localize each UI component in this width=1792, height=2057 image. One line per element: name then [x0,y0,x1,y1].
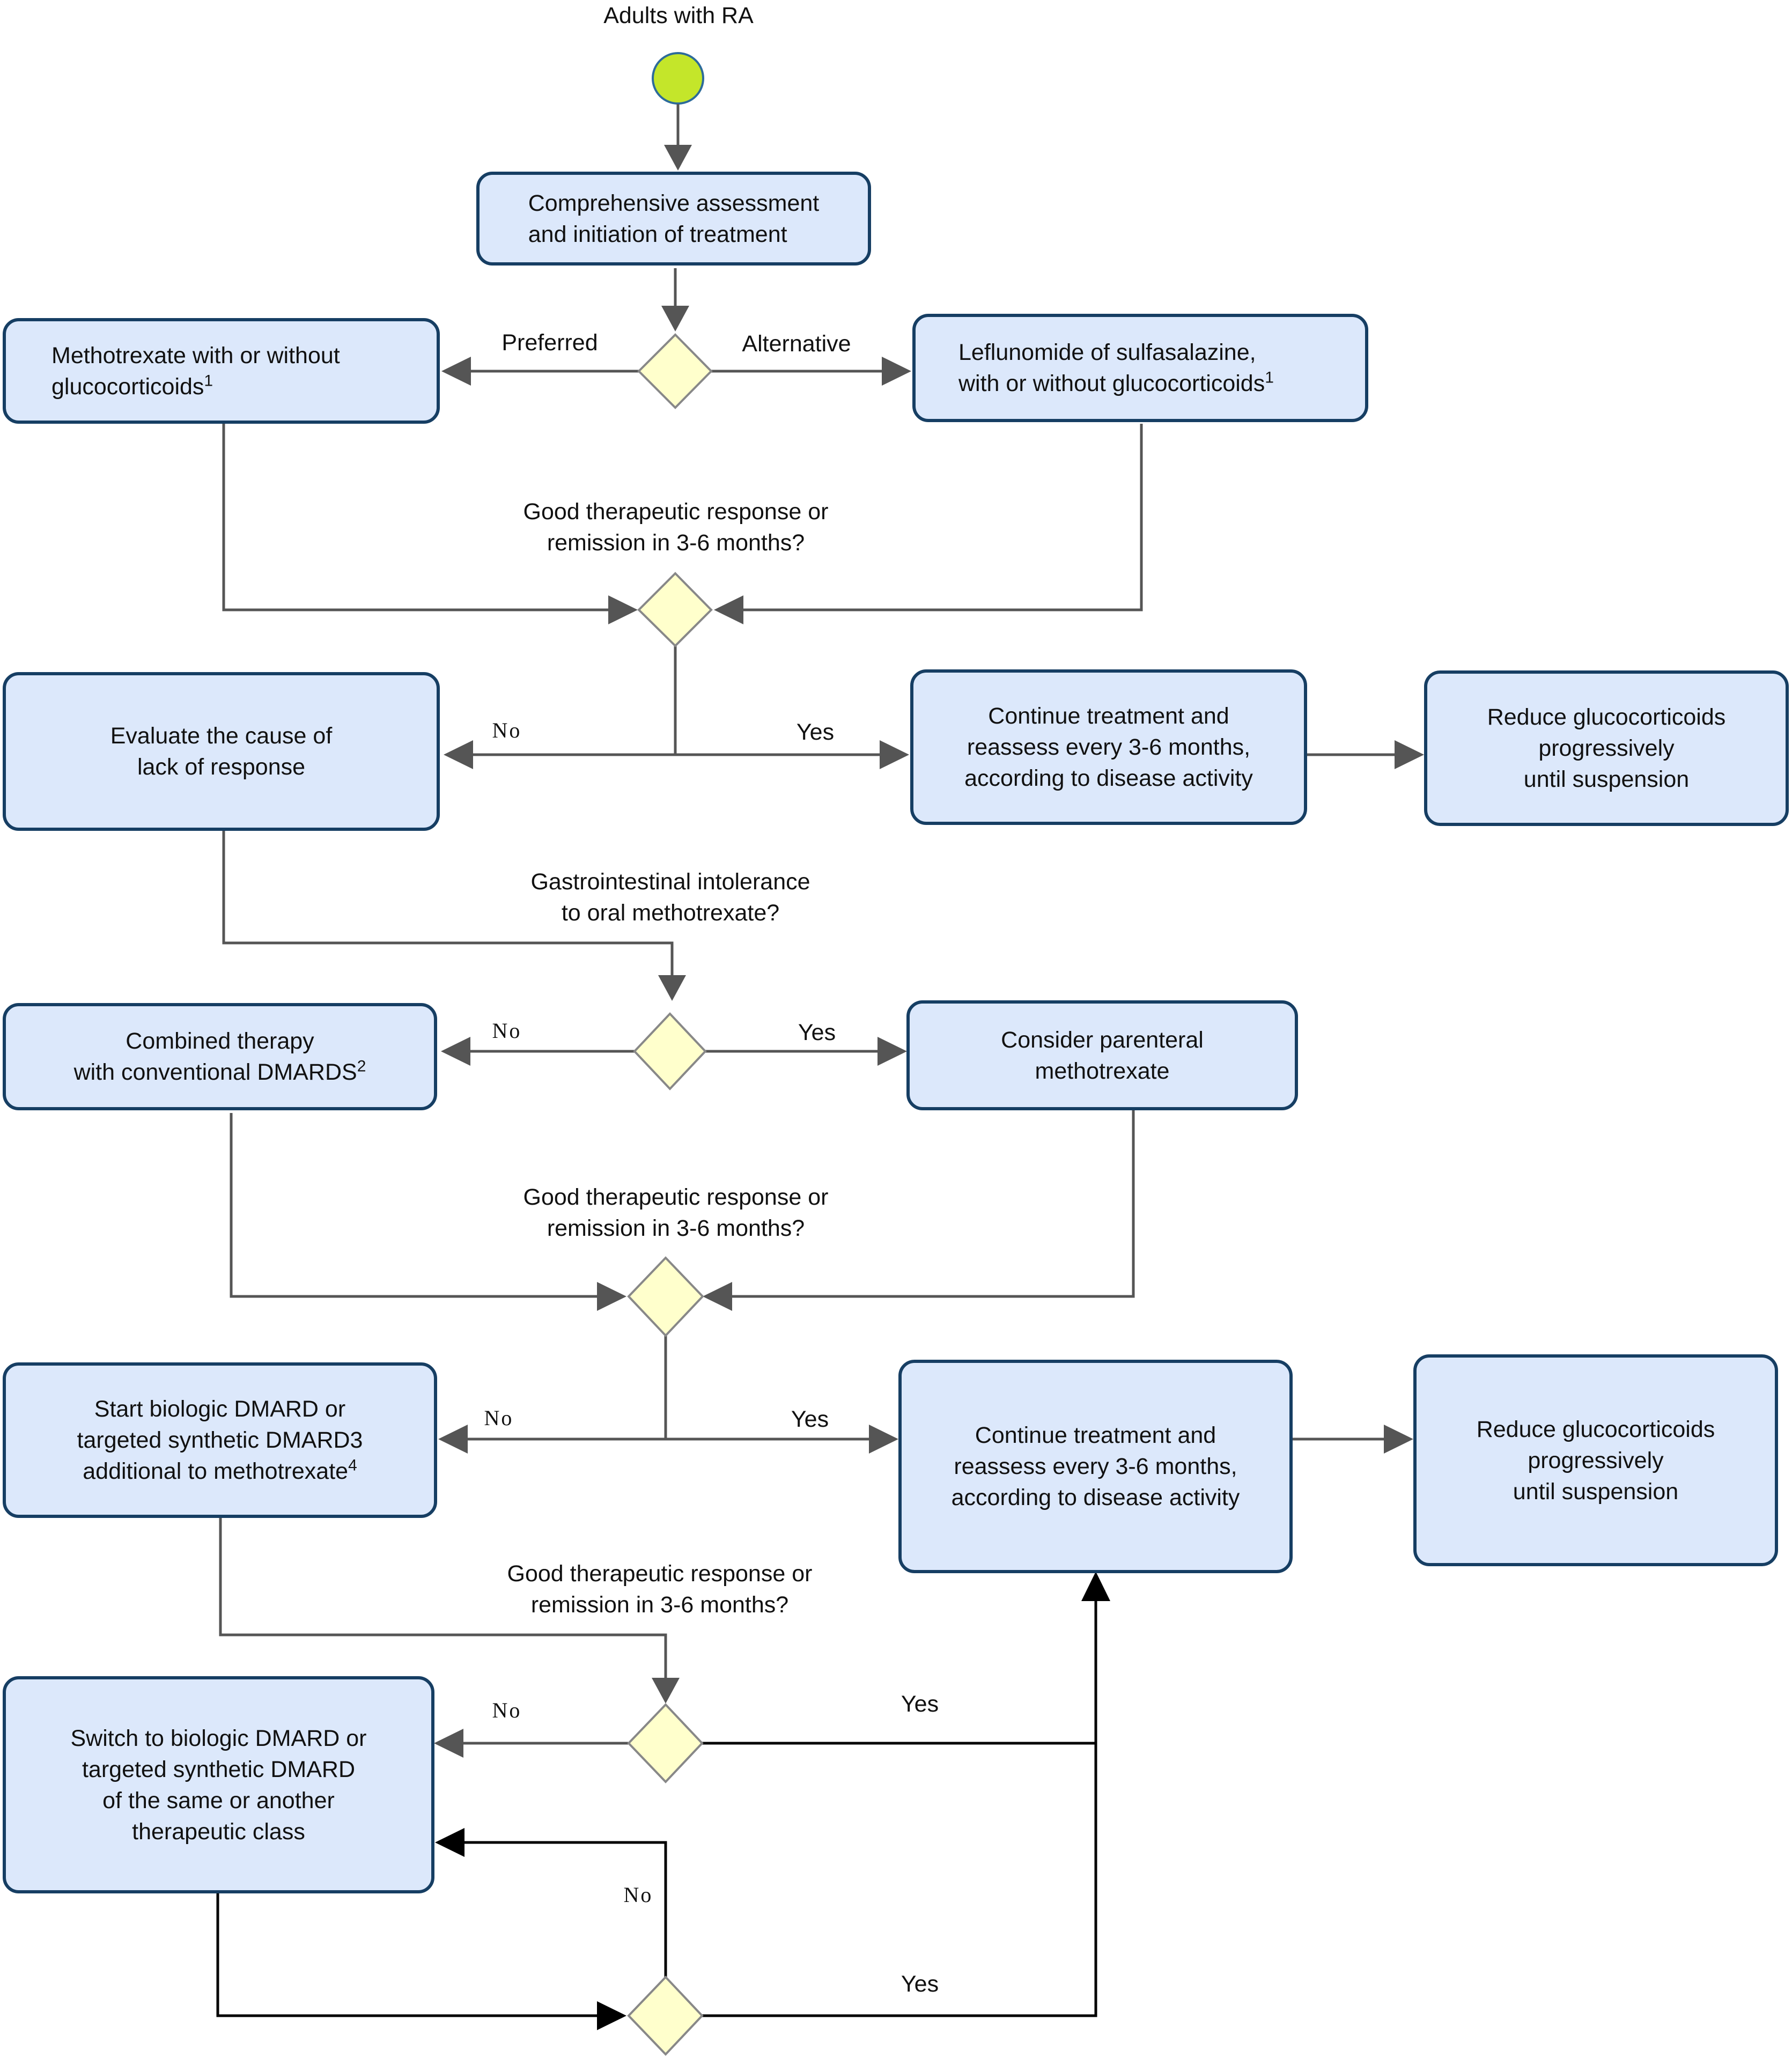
edge-label-yes-3: Yes [791,1406,829,1432]
connectors-gray [219,104,1395,1745]
decision-diamond-response-2 [627,1256,704,1337]
biologic-line-3: additional to methotrexate [83,1458,349,1484]
switch-line-1: Switch to biologic DMARD or [70,1725,367,1751]
edge-label-no-4: No [492,1698,522,1722]
q2-line-2: to oral methotrexate? [561,900,780,926]
decision-diamond-route [637,333,713,409]
switch-line-2: targeted synthetic DMARD [82,1756,355,1782]
edge-label-yes-5: Yes [901,1971,939,1997]
reduce1-line-3: until suspension [1523,766,1690,792]
evaluate-line-2: lack of response [137,754,306,780]
combined-line-2: with conventional DMARDS [73,1059,357,1085]
parenteral-methotrexate-box: Consider parenteral methotrexate [906,1000,1298,1110]
continue1-line-2: reassess every 3-6 months, [967,734,1251,760]
leflunomide-line-1: Leflunomide of sulfasalazine, [958,340,1256,365]
reduce1-line-2: progressively [1538,735,1675,761]
evaluate-line-1: Evaluate the cause of [110,723,333,749]
biologic-dmard-box: Start biologic DMARD or targeted synthet… [3,1362,437,1518]
biologic-line-2: targeted synthetic DMARD3 [77,1427,363,1453]
question-response-2: Good therapeutic response or remission i… [483,1182,869,1244]
edge-label-yes-2: Yes [798,1020,836,1045]
edge-label-alternative: Alternative [742,331,851,357]
edge-label-no-2: No [492,1019,522,1043]
continue2-line-1: Continue treatment and [975,1422,1216,1448]
decision-diamond-response-4 [627,1975,704,2056]
methotrexate-line-2: glucocorticoids [51,373,204,400]
reduce-glucocorticoids-box-2: Reduce glucocorticoids progressively unt… [1413,1354,1778,1566]
decision-diamond-response-3 [627,1703,704,1783]
start-node [652,52,704,105]
combined-therapy-box: Combined therapy with conventional DMARD… [3,1003,437,1110]
q4-line-1: Good therapeutic response or [507,1561,813,1587]
edge-label-yes-4: Yes [901,1691,939,1717]
parenteral-line-1: Consider parenteral [1001,1027,1204,1053]
continue2-line-3: according to disease activity [951,1485,1240,1510]
question-response-1: Good therapeutic response or remission i… [483,496,869,558]
footnote-2-marker: 2 [357,1057,366,1075]
question-response-3: Good therapeutic response or remission i… [467,1558,853,1620]
methotrexate-box: Methotrexate with or without glucocortic… [3,318,440,424]
reduce2-line-2: progressively [1528,1447,1664,1473]
footnote-4-marker: 4 [348,1456,357,1474]
reduce1-line-1: Reduce glucocorticoids [1487,704,1726,730]
parenteral-line-2: methotrexate [1035,1058,1170,1084]
question-gi-intolerance: Gastrointestinal intolerance to oral met… [483,866,858,928]
q2-line-1: Gastrointestinal intolerance [530,869,810,895]
continue1-line-3: according to disease activity [964,765,1253,791]
switch-line-4: therapeutic class [132,1818,305,1845]
decision-diamond-gi-intolerance [633,1012,707,1090]
assessment-line-2: and initiation of treatment [528,221,787,247]
arrowheads-black [435,1572,1110,2030]
arrowheads-gray [434,145,1424,1758]
edge-label-preferred: Preferred [502,330,598,356]
methotrexate-line-1: Methotrexate with or without [51,342,340,368]
leflunomide-line-2: with or without glucocorticoids [958,371,1265,396]
switch-line-3: of the same or another [102,1787,335,1813]
q1-line-1: Good therapeutic response or [523,499,829,525]
reduce2-line-3: until suspension [1513,1478,1679,1505]
edge-label-no-3: No [484,1406,514,1430]
reduce2-line-1: Reduce glucocorticoids [1476,1416,1715,1442]
edge-label-no-5: No [623,1883,653,1907]
continue-treatment-box-1: Continue treatment and reassess every 3-… [910,669,1307,825]
reduce-glucocorticoids-box-1: Reduce glucocorticoids progressively unt… [1424,670,1789,826]
decision-diamond-response-1 [637,572,713,647]
continue2-line-2: reassess every 3-6 months, [954,1454,1237,1479]
combined-line-1: Combined therapy [126,1028,314,1054]
start-label: Adults with RA [603,3,754,28]
continue-treatment-box-2: Continue treatment and reassess every 3-… [898,1360,1293,1573]
edge-label-no-1: No [492,718,522,742]
footnote-1-marker-alt: 1 [1265,368,1274,387]
q3-line-2: remission in 3-6 months? [547,1215,805,1241]
assessment-line-1: Comprehensive assessment [528,190,820,216]
evaluate-box: Evaluate the cause of lack of response [3,672,440,831]
q1-line-2: remission in 3-6 months? [547,530,805,556]
q3-line-1: Good therapeutic response or [523,1184,829,1210]
leflunomide-box: Leflunomide of sulfasalazine, with or wi… [912,314,1368,422]
edge-label-yes-1: Yes [796,719,835,745]
assessment-box: Comprehensive assessment and initiation … [476,172,871,266]
footnote-1-marker: 1 [204,372,213,390]
connectors-black [216,1601,1097,2017]
continue1-line-1: Continue treatment and [988,703,1229,729]
switch-dmard-box: Switch to biologic DMARD or targeted syn… [3,1676,434,1893]
q4-line-2: remission in 3-6 months? [530,1592,789,1618]
biologic-line-1: Start biologic DMARD or [94,1396,346,1422]
